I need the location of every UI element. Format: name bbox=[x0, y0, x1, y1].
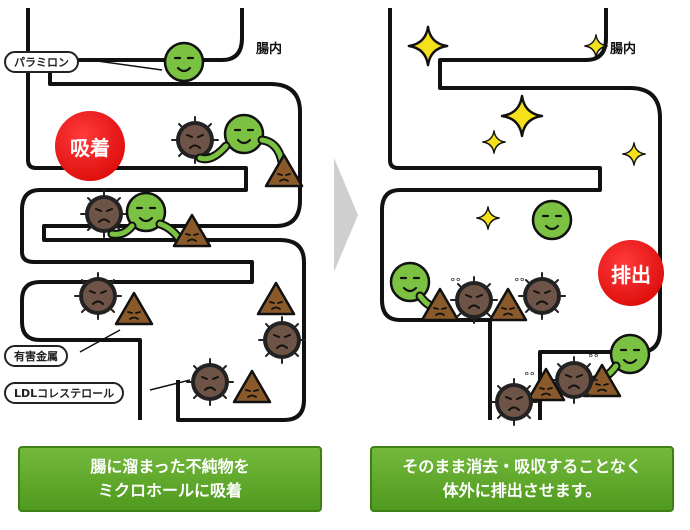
left-metal-5 bbox=[186, 358, 234, 406]
sweat-drops-4: °° bbox=[524, 370, 535, 383]
right-intestine-label: 腸内 bbox=[610, 42, 637, 57]
left-metal-4 bbox=[258, 316, 306, 364]
sparkle-4 bbox=[482, 130, 506, 154]
left-ldl-1 bbox=[264, 153, 304, 188]
callout-leader-heavy-metal bbox=[79, 329, 121, 353]
badge-adsorb: 吸着 bbox=[55, 111, 125, 181]
transition-arrow bbox=[334, 158, 358, 272]
callout-heavy-metal: 有害金属 bbox=[4, 345, 68, 367]
banner-left-line1: 腸に溜まった不純物を bbox=[90, 457, 250, 476]
left-paramylon-1 bbox=[223, 113, 265, 155]
callout-leader-paramylon bbox=[89, 59, 163, 71]
left-ldl-3 bbox=[114, 291, 154, 326]
left-ldl-4 bbox=[256, 281, 296, 316]
banner-left: 腸に溜まった不純物を ミクロホールに吸着 bbox=[18, 446, 322, 512]
left-metal-3 bbox=[74, 272, 122, 320]
left-paramylon-top bbox=[163, 41, 205, 83]
left-ldl-5 bbox=[232, 369, 272, 404]
banner-left-line2: ミクロホールに吸着 bbox=[97, 481, 242, 500]
sparkle-6 bbox=[476, 206, 500, 230]
sweat-drops-1: °° bbox=[450, 276, 461, 289]
banner-right-line2: 体外に排出させます。 bbox=[442, 481, 602, 500]
sparkle-5 bbox=[622, 142, 646, 166]
left-ldl-2 bbox=[172, 213, 212, 248]
right-intestine bbox=[380, 8, 662, 420]
callout-paramylon: パラミロン bbox=[4, 51, 79, 73]
right-paramylon-free bbox=[531, 199, 573, 241]
callout-ldl: LDLコレステロール bbox=[4, 382, 125, 404]
badge-excrete: 排出 bbox=[598, 240, 664, 306]
right-ldl-2 bbox=[488, 287, 528, 322]
callout-leader-ldl bbox=[149, 379, 191, 391]
sparkle-3 bbox=[500, 94, 544, 138]
sweat-drops-2: °° bbox=[514, 276, 525, 289]
right-metal-4 bbox=[490, 378, 538, 426]
sweat-drops-3: °° bbox=[588, 352, 599, 365]
banner-right-line1: そのまま消去・吸収することなく bbox=[402, 457, 642, 476]
banner-right: そのまま消去・吸収することなく 体外に排出させます。 bbox=[370, 446, 674, 512]
left-intestine bbox=[20, 8, 306, 422]
right-metal-2 bbox=[518, 272, 566, 320]
left-intestine-label: 腸内 bbox=[256, 42, 283, 57]
